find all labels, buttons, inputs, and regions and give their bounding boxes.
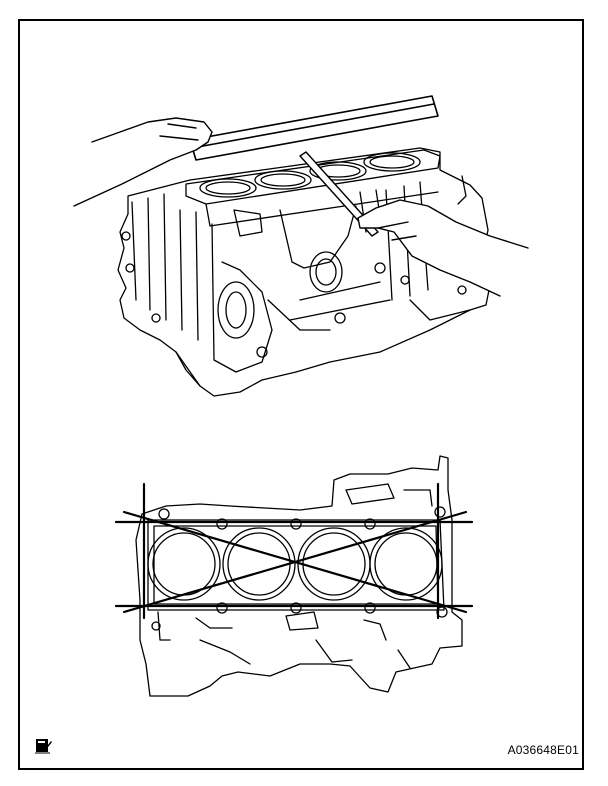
right-hand — [357, 199, 529, 297]
deck-top-view — [135, 455, 463, 697]
figure-code: A036648E01 — [507, 743, 579, 757]
left-hand — [73, 117, 213, 207]
precision-straightedge — [189, 95, 439, 161]
measurement-lines — [114, 482, 474, 620]
feeler-gauge — [299, 151, 379, 237]
engine-block-drawing — [117, 147, 491, 397]
notebook-icon — [35, 739, 52, 754]
